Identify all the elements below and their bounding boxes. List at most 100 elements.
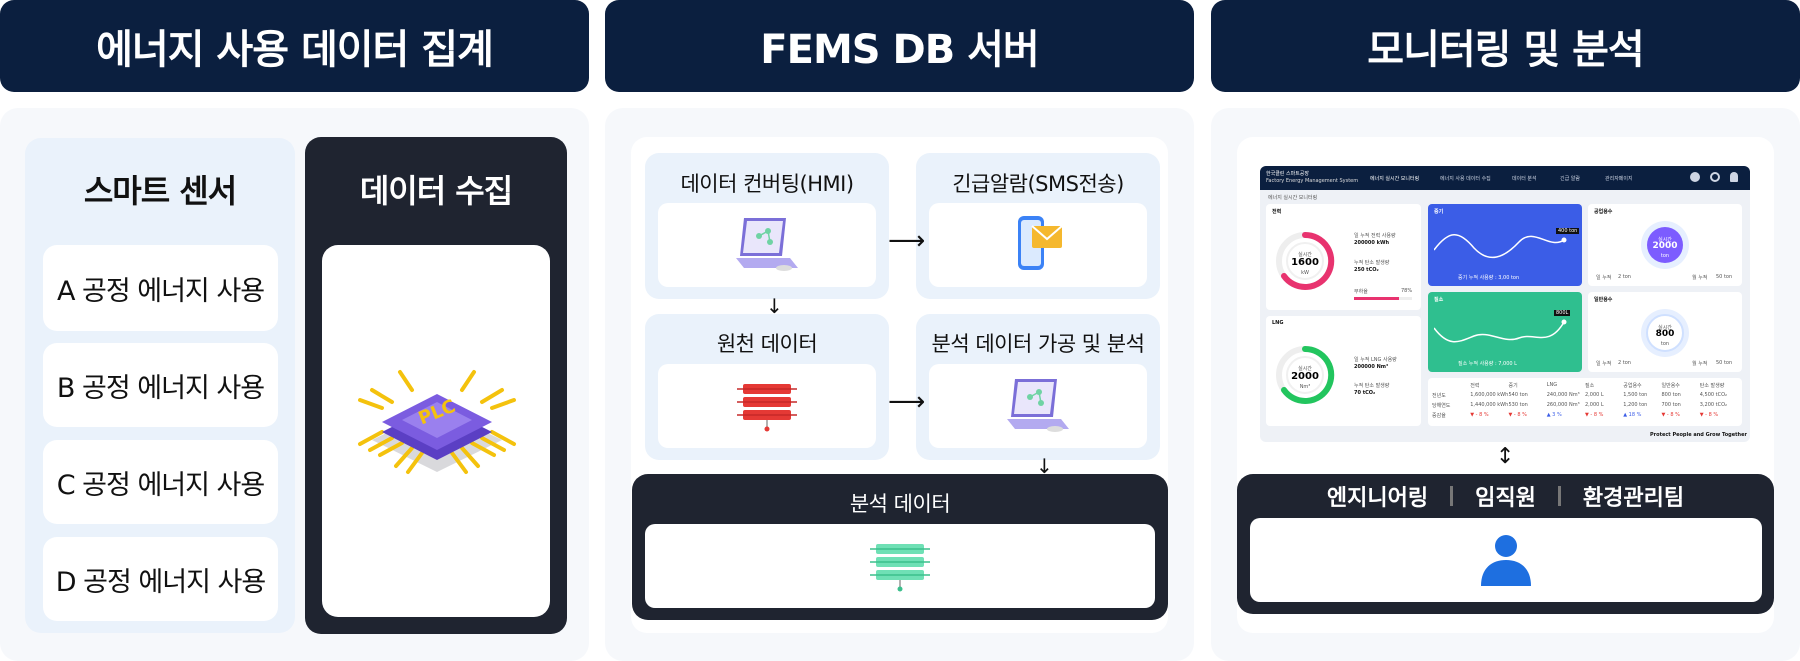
card-industrial-water-label: 공업용수 [1594,209,1613,215]
lng-stat1-value: 200000 Nm³ [1354,364,1389,370]
card-industrial-water: 공업용수 실시간 2000 ton 일 누적 2 ton 월 누적 50 ton [1588,204,1742,286]
dashboard-nav-item[interactable]: 긴급 알람 [1560,176,1580,182]
industrial-water-right-value: 50 ton [1716,274,1733,280]
table-cell: 540 ton [1508,392,1528,398]
table-cell: 240,000 Nm³ [1546,392,1580,398]
general-water-right-value: 50 ton [1716,360,1733,366]
lng-gauge [1276,345,1335,404]
power-stat2-value: 250 tCO₂ [1354,267,1379,273]
dashboard-nav-item[interactable]: 에너지 사용 데이터 수집 [1440,176,1491,182]
role-employees: 임직원 [1475,486,1536,511]
dashboard-nav-item[interactable]: 에너지 실시간 모니터링 [1370,176,1420,182]
dashboard-nav-item[interactable]: 데이터 분석 [1512,176,1537,182]
table-cell: 전년도 [1432,393,1446,399]
emergency-alarm-title: 긴급알람(SMS전송) [952,172,1124,196]
arrow-down-icon: ↓ [1036,454,1053,478]
industrial-water-gauge-value: 2000 [1652,241,1678,251]
card-steam: 증기 400 ton 증기 누적 사용량 : 3,00 ton [1428,204,1582,286]
plc-chip-icon [358,370,516,474]
power-bar-value: 78% [1401,288,1413,294]
role-list: 엔지니어링 임직원 환경관리팀 [1237,481,1774,511]
gear-icon[interactable] [1710,172,1720,182]
lng-stat2-label: 누적 탄소 발생량 [1354,383,1390,389]
card-general-water-label: 일반용수 [1594,297,1613,303]
lng-stat2-value: 70 tCO₂ [1354,390,1376,396]
power-stat1-value: 200000 kWh [1354,240,1390,246]
card-power-label: 전력 [1272,209,1282,215]
person-icon [1481,535,1531,586]
raw-data-inner [658,364,876,448]
table-cell: 1,440,000 kWh [1470,402,1509,408]
table-cell: 1,600,000 kWh [1470,392,1509,398]
card-lng-label: LNG [1272,320,1284,326]
power-bar-label: 부하율 [1354,289,1368,295]
dashboard-brand-line1: 한국클린 스마트공장 [1266,171,1309,177]
card-steam-label: 증기 [1434,209,1444,215]
industrial-water-gauge [1641,221,1689,269]
dashboard-brand-line2: Factory Energy Management System [1266,178,1359,184]
general-water-gauge-unit: ton [1660,341,1670,347]
table-cell: ▲ 18 % [1623,412,1642,418]
table-cell: 530 ton [1508,402,1528,408]
table-cell: 당해연도 [1432,403,1451,409]
power-load-bar [1354,297,1412,300]
power-gauge-title: 실시간 [1298,252,1312,258]
role-engineering: 엔지니어링 [1326,486,1429,511]
analysis-data-title: 분석 데이터 [849,492,951,516]
analysis-data-inner [645,524,1155,608]
green-database-icon [870,544,930,592]
table-cell: 800 ton [1661,392,1681,398]
table-cell: ▼ - 8 % [1585,412,1604,418]
dashboard-navbar: 한국클린 스마트공장 Factory Energy Management Sys… [1260,166,1750,190]
table-cell: ▼ - 8 % [1470,412,1489,418]
user-icon[interactable] [1690,172,1700,182]
card-nitrogen-label: 질소 [1434,297,1444,303]
industrial-water-left: 일 누적 [1596,275,1612,281]
general-water-right: 월 누적 [1692,361,1708,367]
table-cell: 1,500 ton [1623,392,1648,398]
table-header: 질소 [1585,383,1595,389]
table-header: 탄소 발생량 [1699,383,1725,389]
sensor-item-a: A 공정 에너지 사용 [43,245,278,331]
power-gauge-value: 1600 [1291,257,1319,268]
table-cell: 증감율 [1432,413,1446,419]
fems-dashboard-screenshot: 한국클린 스마트공장 Factory Energy Management Sys… [1260,166,1750,442]
sensor-item-b: B 공정 에너지 사용 [43,343,278,427]
general-water-gauge-value: 800 [1655,329,1675,339]
header-monitoring-analysis: 모니터링 및 분석 [1211,0,1800,92]
general-water-gauge-title: 실시간 [1658,325,1672,331]
role-separator [1557,486,1561,506]
card-nitrogen: 질소 800L 질소 누적 사용량 : 7,000 L [1428,292,1582,372]
smart-sensor-title: 스마트 센서 [83,172,237,210]
table-header: LNG [1546,382,1558,388]
role-separator [1450,486,1454,506]
table-cell: 2,000 L [1585,402,1604,408]
power-stat2-label: 누적 탄소 발생량 [1354,260,1390,266]
card-general-water: 일반용수 실시간 800 ton 일 누적 2 ton 월 누적 50 ton [1588,292,1742,372]
dashboard-breadcrumb: 에너지 실시간 모니터링 [1268,195,1318,201]
lng-stat1-label: 일 누적 LNG 사용량 [1354,357,1397,363]
arrow-down-icon: ↓ [766,294,783,318]
table-cell: 2,000 L [1585,392,1604,398]
general-water-left-value: 2 ton [1618,360,1631,366]
general-water-left: 일 누적 [1596,361,1612,367]
table-header: 공업용수 [1623,383,1642,389]
laptop-icon [736,218,798,271]
table-cell: 4,500 tCO₂ [1699,392,1728,398]
arrow-up-down-icon: ↕ [1496,444,1515,469]
dashboard-nav-item[interactable]: 관리자페이지 [1605,176,1633,182]
table-cell: ▼ - 8 % [1508,412,1527,418]
table-cell: 1,200 ton [1623,402,1648,408]
power-stat1-label: 일 누적 전력 사용량 [1354,233,1396,239]
arrow-right-icon: ⟶ [888,387,926,417]
table-cell: 3,200 tCO₂ [1699,402,1728,408]
power-gauge-unit: kW [1301,270,1309,276]
power-gauge [1276,231,1335,290]
table-cell: ▼ - 8 % [1699,412,1719,418]
bell-icon[interactable] [1730,172,1738,182]
summary-table-grid: 전력 증기 LNG 질소 공업용수 일반용수 탄소 발생량 전년도 1,600,… [1428,378,1742,419]
laptop-analysis-icon [1007,379,1069,432]
header-energy-aggregation: 에너지 사용 데이터 집계 [0,0,589,92]
card-lng: LNG 실시간 2000 Nm³ 일 누적 LNG 사용량 200000 Nm³… [1266,316,1421,426]
red-database-icon [737,384,797,432]
